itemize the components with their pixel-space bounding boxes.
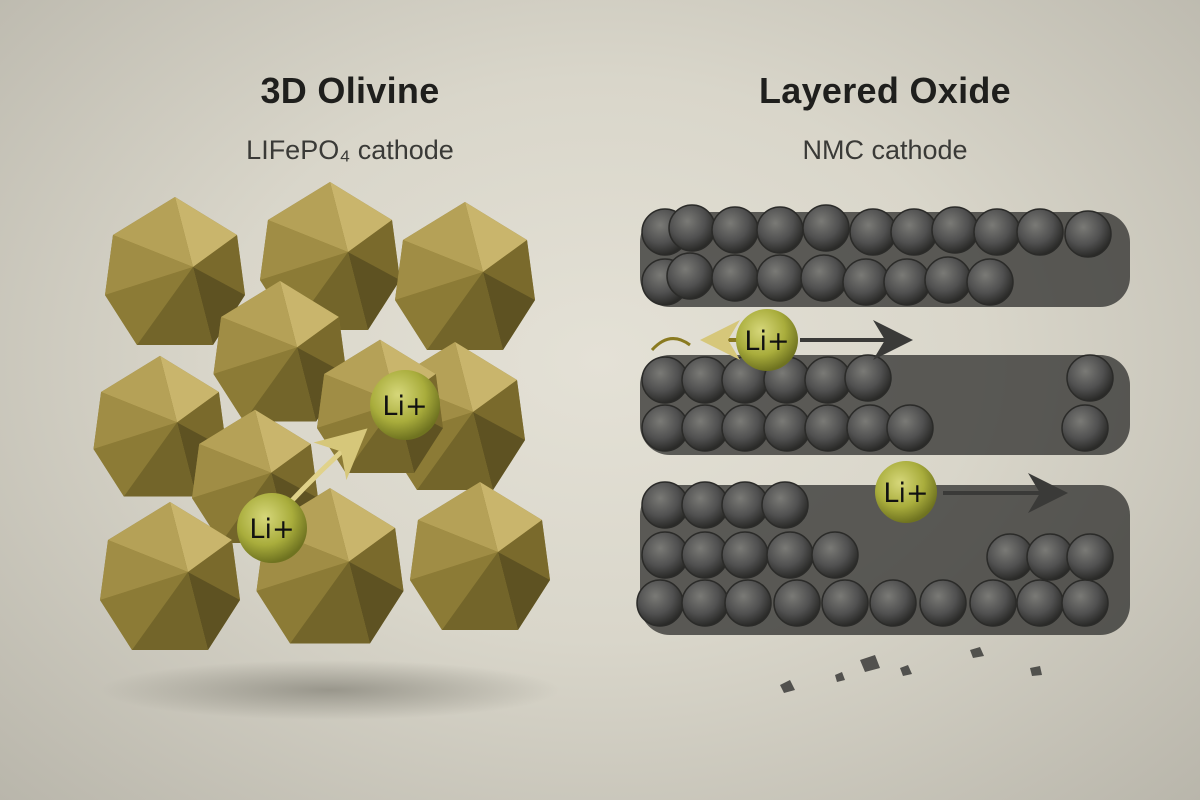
- olivine-framework: [93, 182, 560, 720]
- li-ion-layered-upper: Li+: [736, 309, 798, 371]
- olivine-subtitle: LIFePO₄ cathode: [246, 135, 454, 165]
- layer-2: [640, 354, 1130, 455]
- layer-1: [640, 204, 1130, 307]
- svg-text:Li+: Li+: [744, 326, 789, 357]
- layered-oxide-title: Layered Oxide: [758, 70, 1011, 111]
- li-ion-olivine-lower: Li+: [237, 493, 307, 563]
- debris: [780, 647, 1042, 693]
- olivine-title: 3D Olivine: [260, 70, 440, 111]
- layered-oxide-subtitle: NMC cathode: [802, 135, 968, 165]
- li-ion-layered-lower: Li+: [875, 461, 937, 523]
- li-ion-migration-arrows: [650, 320, 1068, 513]
- svg-text:Li+: Li+: [883, 478, 928, 509]
- layered-oxide-layers: [636, 204, 1130, 693]
- svg-text:Li+: Li+: [382, 391, 427, 422]
- layer-3: [636, 481, 1130, 635]
- svg-text:Li+: Li+: [249, 514, 294, 545]
- li-ion-olivine-upper: Li+: [370, 370, 440, 440]
